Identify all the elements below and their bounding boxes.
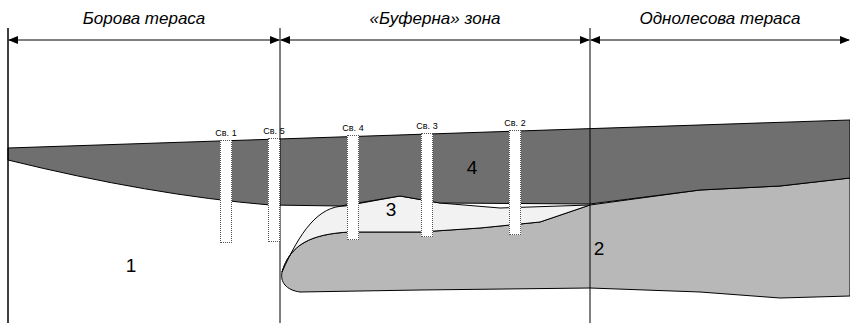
borehole: Св. 3 (415, 121, 439, 237)
zone-title: Борова тераса (83, 10, 206, 29)
span-arrow (9, 40, 144, 41)
borehole-column (268, 138, 280, 242)
borehole-label: Св. 5 (262, 126, 286, 136)
span-arrow (720, 40, 849, 41)
boundary-line (590, 28, 591, 323)
span-arrow (144, 40, 279, 41)
borehole: Св. 5 (262, 126, 286, 242)
zone-title: Однолесова тераса (639, 10, 800, 29)
callout-number: 1 (126, 256, 137, 277)
borehole-label: Св. 4 (341, 123, 365, 133)
span-arrow (281, 40, 435, 41)
borehole-label: Св. 3 (415, 121, 439, 131)
borehole: Св. 4 (341, 123, 365, 240)
zone-title: «Буферна» зона (370, 10, 501, 29)
span-arrow (435, 40, 589, 41)
borehole: Св. 1 (214, 128, 238, 243)
borehole-column (347, 135, 359, 240)
borehole-column (509, 130, 521, 235)
borehole: Св. 2 (503, 118, 527, 235)
borehole-label: Св. 1 (214, 128, 238, 138)
callout-number: 4 (467, 158, 478, 179)
borehole-column (421, 133, 433, 237)
callout-number: 2 (594, 239, 605, 260)
borehole-label: Св. 2 (503, 118, 527, 128)
borehole-column (220, 140, 232, 243)
layer-3 (282, 196, 590, 272)
callout-number: 3 (386, 200, 397, 221)
span-arrow (591, 40, 720, 41)
boundary-line (7, 28, 9, 323)
